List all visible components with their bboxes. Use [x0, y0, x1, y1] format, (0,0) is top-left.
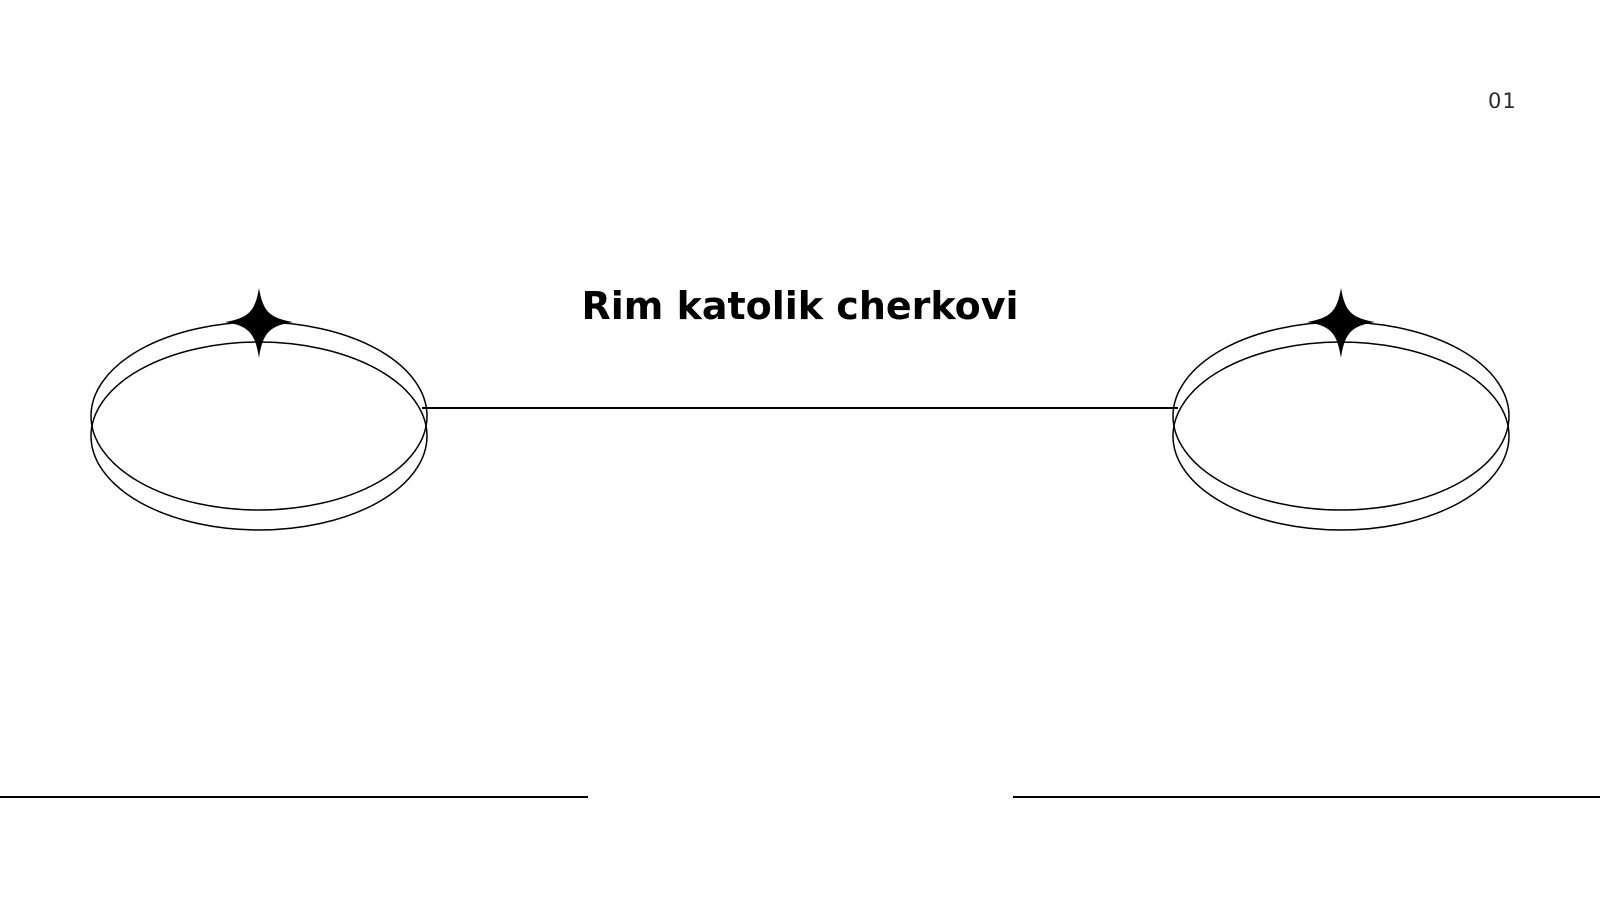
slide-title: Rim katolik cherkovi: [581, 284, 1019, 328]
slide-number: 01: [1488, 89, 1517, 113]
sparkle-left-icon: [225, 288, 293, 358]
sparkle-right-icon: [1307, 288, 1375, 358]
